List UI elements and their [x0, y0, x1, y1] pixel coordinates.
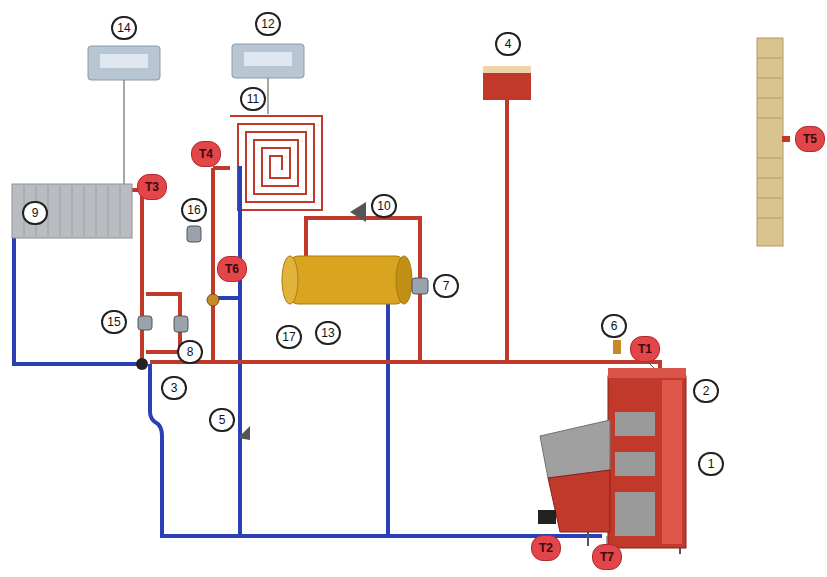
room-controller — [232, 44, 304, 78]
controller-wire — [123, 80, 125, 184]
floor-heating-coil — [230, 116, 322, 210]
hot-water-tank — [290, 256, 404, 304]
callout-number: 5 — [209, 408, 235, 432]
sensor-label: T5 — [795, 126, 825, 152]
expansion-tank-top — [483, 66, 531, 73]
callout-number: 2 — [693, 379, 719, 403]
callout-number: 14 — [111, 16, 137, 40]
fuel-hopper — [548, 470, 610, 532]
controller-screen — [244, 52, 292, 66]
callout-number: 16 — [181, 198, 207, 222]
burner-motor — [538, 510, 556, 524]
sensor-label: T4 — [191, 141, 221, 167]
wall-bricks — [757, 58, 783, 218]
callout-number: 17 — [276, 325, 302, 349]
tank-end — [282, 256, 298, 304]
tank-end — [396, 256, 412, 304]
callout-number: 1 — [698, 452, 724, 476]
callout-number: 3 — [161, 376, 187, 400]
fuel-hopper-lid — [540, 420, 610, 478]
boiler-side — [662, 380, 682, 544]
callout-number: 15 — [101, 310, 127, 334]
sensor-label: T6 — [217, 256, 247, 282]
boiler-door — [615, 452, 655, 476]
controller-screen — [100, 54, 148, 68]
room-controller — [88, 46, 160, 80]
safety-valve — [613, 340, 621, 354]
sensor-leads — [217, 268, 654, 546]
controller-wire — [267, 78, 269, 114]
boiler-body — [608, 376, 686, 548]
supply-pipes — [130, 100, 660, 378]
callout-number: 12 — [255, 12, 281, 36]
callout-number: 10 — [371, 194, 397, 218]
mixing-valve — [207, 294, 219, 306]
callout-number: 13 — [315, 321, 341, 345]
callout-number: 6 — [601, 314, 627, 338]
expansion-tank — [483, 66, 531, 100]
four-way-valve — [136, 358, 148, 370]
sensor-label: T2 — [531, 535, 561, 561]
check-valves — [238, 202, 366, 440]
callout-number: 8 — [177, 340, 203, 364]
callout-number: 4 — [495, 32, 521, 56]
radiator — [12, 184, 132, 238]
callout-number: 9 — [22, 201, 48, 225]
sensor-label: T7 — [592, 544, 622, 570]
sensor-label: T1 — [630, 336, 660, 362]
callout-number: 7 — [433, 274, 459, 298]
boiler-door — [615, 412, 655, 436]
boiler-door — [615, 492, 655, 536]
outdoor-sensor — [782, 136, 790, 142]
callout-number: 11 — [240, 87, 266, 111]
outer-wall — [757, 38, 783, 246]
pumps — [138, 226, 428, 332]
boiler-top — [608, 368, 686, 378]
sensor-label: T3 — [137, 174, 167, 200]
